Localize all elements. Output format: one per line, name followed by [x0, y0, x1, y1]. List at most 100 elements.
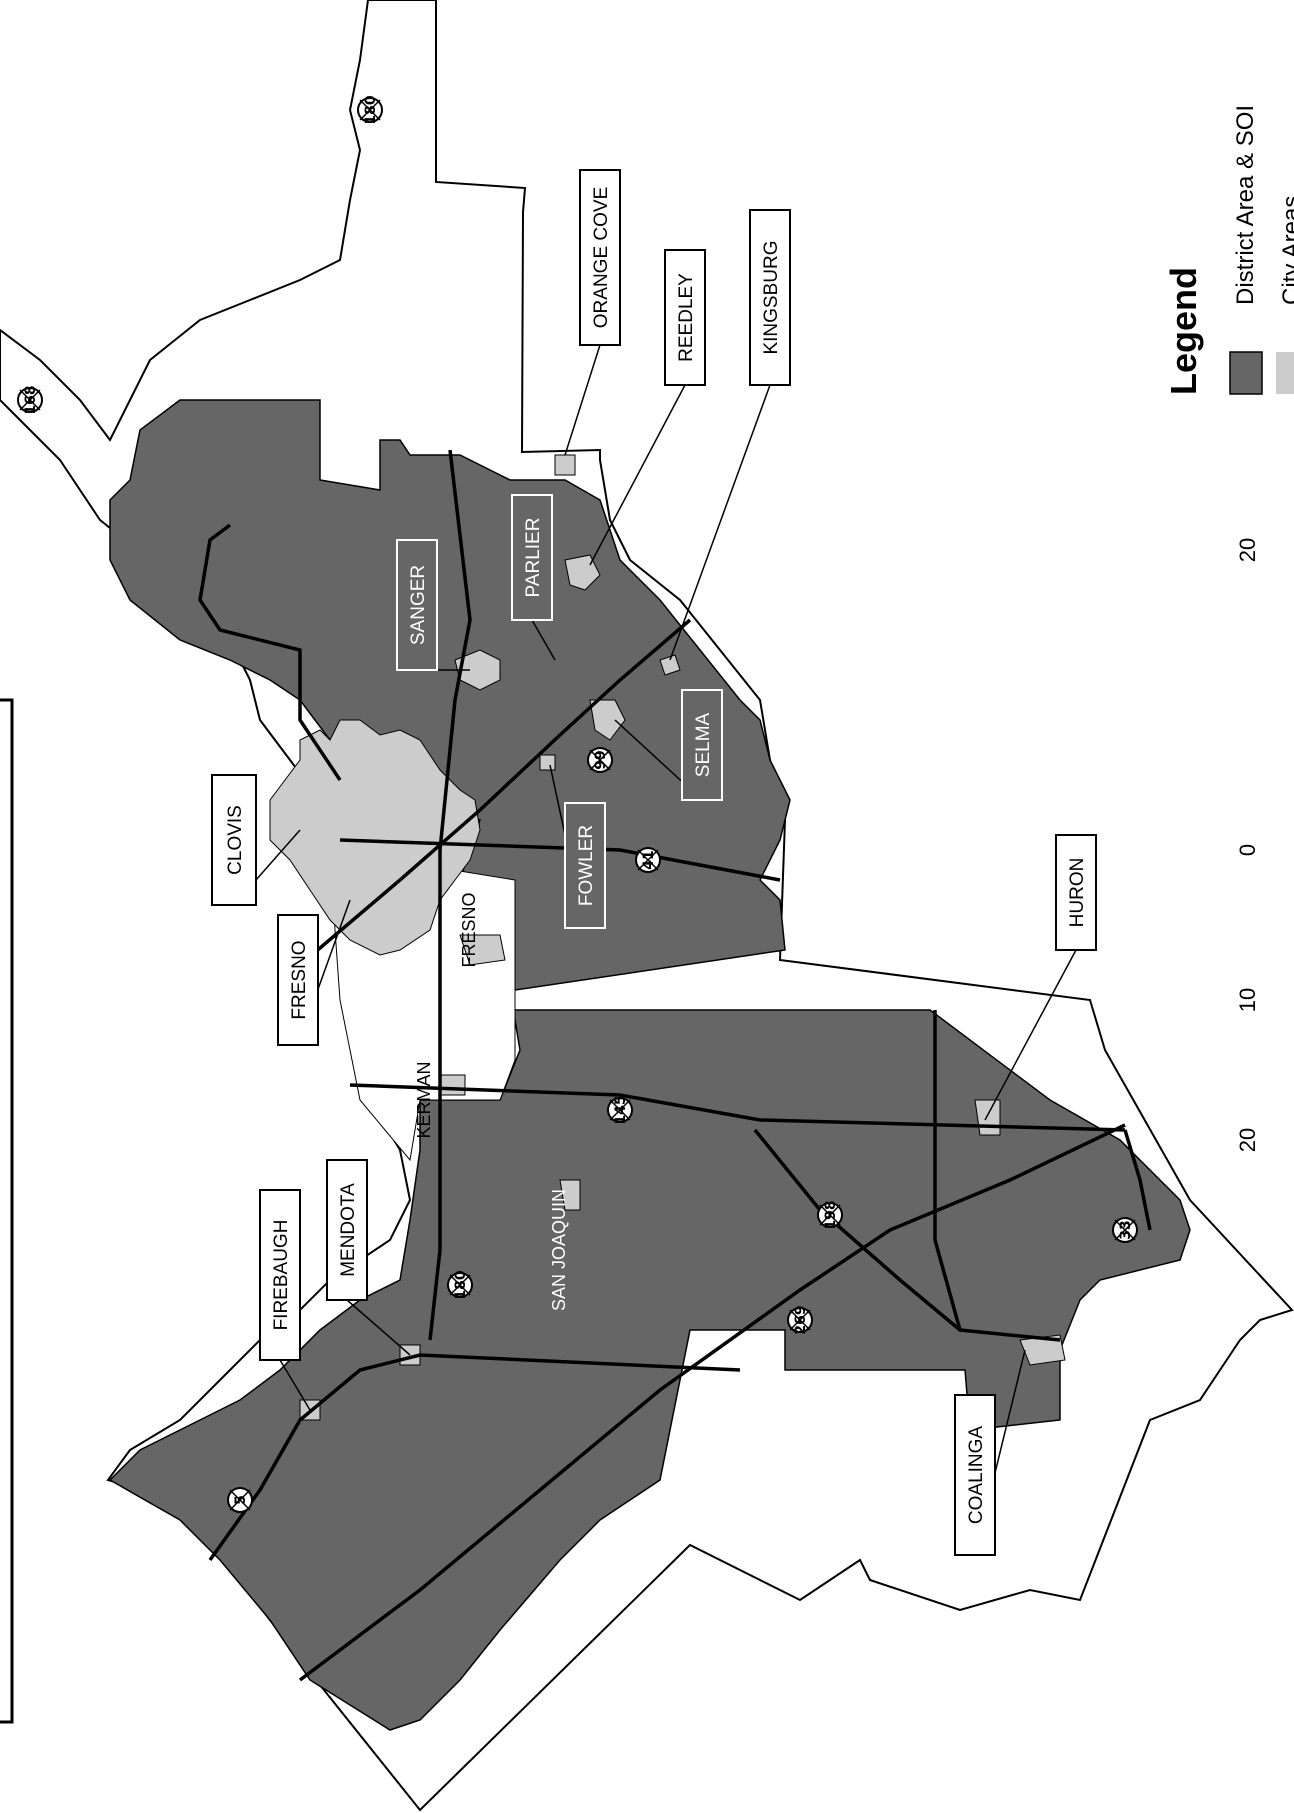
route-shields: 180 168 99 41 145 198 33 269 5 180: [17, 95, 1138, 1513]
label-box: [1055, 834, 1097, 951]
city-label-sanger: SANGER: [396, 539, 470, 671]
label-box: [681, 689, 723, 801]
city-area-san-joaquin: [559, 1179, 581, 1211]
shield-number: 168: [23, 385, 39, 414]
city-label-parlier: PARLIER: [511, 494, 556, 661]
legend-swatch-district: [1229, 351, 1263, 395]
shield-number: 5: [233, 1495, 249, 1505]
city-label-text: FIREBAUGH: [271, 1220, 292, 1331]
label-box: [579, 169, 621, 346]
place-label-kerman: KERMAN: [414, 1061, 434, 1138]
route-shield-180: 180: [447, 1270, 473, 1300]
highway-180: [428, 449, 472, 1341]
shield-number: 145: [613, 1095, 629, 1124]
city-label-coalinga: COALINGA: [954, 1349, 1026, 1556]
scale-tick-1: 10: [1235, 988, 1260, 1012]
city-label-clovis: CLOVIS: [211, 774, 301, 906]
city-label-text: KINGSBURG: [761, 240, 782, 354]
leader-line: [346, 1299, 411, 1356]
leader-line: [531, 619, 556, 661]
city-label-fresno: FRESNO: [277, 899, 351, 1046]
highway-168: [198, 523, 342, 781]
city-area-fresno-south: [459, 934, 506, 966]
city-label-text: HURON: [1067, 858, 1088, 928]
label-box: [749, 209, 791, 386]
leader-line: [984, 949, 1077, 1121]
city-label-text: REEDLEY: [676, 273, 697, 362]
route-shield-198: 198: [817, 1200, 843, 1230]
legend-swatch-city: [1276, 352, 1294, 394]
place-label-san-joaquin: SAN JOAQUIN: [549, 1189, 569, 1311]
city-label-selma: SELMA: [614, 689, 723, 801]
city-area-fresno-clovis: [269, 719, 481, 956]
city-label-text: COALINGA: [966, 1426, 987, 1525]
route-shield-99: 99: [587, 747, 613, 773]
label-box: [396, 539, 438, 671]
city-label-fowler: FOWLER: [549, 764, 606, 929]
label-box: [564, 802, 606, 929]
legend-item-district: District Area & SOI: [1232, 105, 1259, 305]
legend-title: Legend: [1163, 267, 1204, 395]
city-label-reedley: REEDLEY: [589, 249, 706, 566]
leader-line: [589, 384, 686, 566]
leader-line: [564, 344, 601, 456]
map-frame-line: [0, 698, 14, 1724]
city-area-fowler: [539, 754, 556, 771]
shield-number: 269: [793, 1305, 809, 1334]
highway-41: [339, 838, 781, 882]
route-shield-41: 41: [635, 847, 661, 873]
city-label-text: ORANGE COVE: [591, 187, 612, 328]
route-shield-180: 180: [357, 95, 383, 125]
label-box: [954, 1394, 996, 1556]
place-labels: KERMAN FRESNO SAN JOAQUIN: [414, 892, 569, 1311]
leader-line: [279, 1359, 311, 1411]
label-box: [259, 1189, 301, 1361]
interstate-5: [298, 1123, 1126, 1682]
label-box: [511, 494, 553, 621]
route-shield-145: 145: [607, 1095, 633, 1125]
city-label-mendota: MENDOTA: [326, 1159, 411, 1356]
shield-number: 41: [641, 850, 657, 869]
shield-number: 180: [363, 95, 379, 124]
highway-99: [298, 618, 692, 967]
shield-number: 198: [823, 1200, 839, 1229]
route-shield-33: 33: [1112, 1217, 1138, 1243]
city-label-orange-cove: ORANGE COVE: [564, 169, 621, 456]
highway-198: [933, 1010, 1061, 1342]
city-area-coalinga: [1019, 1334, 1066, 1366]
legend: Legend District Area & SOI City Areas: [1163, 105, 1294, 395]
label-box: [277, 914, 319, 1046]
route-shield-269: 269: [787, 1305, 813, 1335]
scale-tick-0: 20: [1235, 1128, 1260, 1152]
label-box: [664, 249, 706, 386]
shield-number: 99: [593, 750, 609, 769]
legend-item-city: City Areas: [1278, 196, 1294, 305]
city-area-kingsburg: [659, 654, 681, 676]
route-shield-5: 5: [227, 1487, 253, 1513]
label-box: [211, 774, 257, 906]
city-label-text: SELMA: [693, 712, 714, 777]
shield-number: 180: [453, 1270, 469, 1299]
leader-line: [669, 384, 771, 661]
city-label-text: CLOVIS: [225, 805, 246, 875]
highway-145: [349, 1083, 1126, 1132]
city-label-text: MENDOTA: [338, 1183, 359, 1277]
city-area-orange-cove: [554, 454, 576, 476]
city-label-text: SANGER: [408, 565, 429, 645]
highway-41-south: [1123, 1129, 1152, 1231]
city-label-kingsburg: KINGSBURG: [669, 209, 791, 661]
place-label-fresno-area: FRESNO: [459, 892, 479, 967]
scale-tick-2: 0: [1235, 844, 1260, 856]
city-area-kerman: [439, 1074, 466, 1096]
city-label-firebaugh: FIREBAUGH: [259, 1189, 311, 1411]
scale-bar: 20 10 0 20: [1235, 538, 1260, 1152]
city-area-huron: [974, 1099, 1001, 1136]
highway-269: [753, 1128, 962, 1332]
city-label-text: FRESNO: [289, 940, 310, 1019]
scale-tick-3: 20: [1235, 538, 1260, 562]
city-label-text: FOWLER: [576, 825, 597, 906]
route-shield-168: 168: [17, 385, 43, 415]
city-label-huron: HURON: [984, 834, 1097, 1121]
city-area-selma: [589, 699, 626, 741]
